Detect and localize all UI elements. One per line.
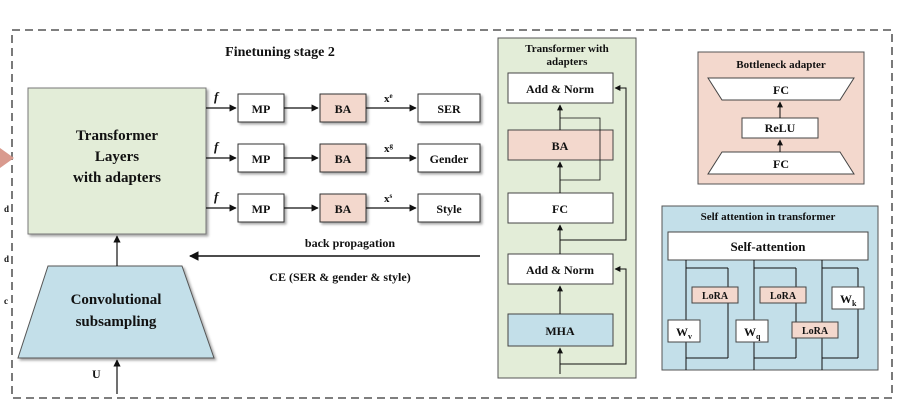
bottleneck-bottom-fc (707, 151, 855, 175)
bottleneck-title: Bottleneck adapter (736, 59, 826, 71)
ta-add-norm-bottom (507, 253, 614, 285)
self-attention-title: Self attention in transformer (701, 211, 836, 223)
output-label: Style (436, 202, 462, 216)
ta-residual-top (560, 85, 627, 241)
ta-fc-block (507, 192, 614, 224)
ta-mha-block (507, 313, 614, 347)
output-label: SER (437, 102, 461, 116)
backprop-label: back propagation (305, 236, 395, 250)
output-label: Gender (430, 152, 469, 166)
edge-label-3: c (4, 296, 8, 306)
ta-title-1: Transformer with (525, 43, 609, 55)
self-attention-header: Self-attention (730, 239, 806, 254)
ba-label: BA (335, 102, 352, 116)
self-attention-header-box (667, 231, 869, 261)
w-q-box (735, 319, 769, 343)
f-label: f (214, 89, 220, 104)
x-label: xg (384, 142, 394, 155)
lora-box (691, 286, 739, 304)
ba-box (319, 143, 367, 173)
w-v-box (667, 319, 701, 343)
output-box (417, 93, 481, 123)
edge-label-2: d (4, 254, 9, 264)
ba-box (319, 193, 367, 223)
lora-label: LoRA (702, 291, 729, 302)
mp-label: MP (252, 152, 271, 166)
transformer-layers-block (27, 87, 207, 235)
head-row-style: f MP BA xs Style (206, 189, 481, 223)
w-v-label: Wv (676, 325, 692, 341)
ta-residual-inner (560, 117, 601, 181)
lora-box (791, 321, 839, 339)
head-row-ser: f MP BA xe SER (206, 89, 481, 123)
stage-title: Finetuning stage 2 (225, 45, 335, 60)
transformer-layers-label-2: Layers (95, 149, 139, 165)
ta-fc-label: FC (552, 202, 568, 216)
mp-box (237, 143, 285, 173)
f-label: f (214, 139, 220, 154)
transformer-layers-label-3: with adapters (73, 170, 161, 186)
ta-mha-label: MHA (545, 324, 575, 338)
ba-label: BA (335, 152, 352, 166)
ta-add-norm-top (507, 72, 614, 104)
output-box (417, 193, 481, 223)
mp-label: MP (252, 102, 271, 116)
output-box (417, 143, 481, 173)
head-row-gender: f MP BA xg Gender (206, 139, 481, 173)
bottleneck-top-fc-label: FC (773, 83, 789, 97)
w-k-box (831, 286, 865, 310)
w-k-label: Wk (840, 292, 857, 308)
incoming-arrow-icon (0, 148, 14, 168)
input-label: U (92, 367, 101, 381)
conv-subsampling-block (17, 265, 215, 359)
lora-label: LoRA (770, 291, 797, 302)
ta-add-norm-top-label: Add & Norm (526, 82, 594, 96)
transformer-layers-label-1: Transformer (76, 128, 159, 144)
x-label: xs (384, 192, 393, 205)
ta-add-norm-bottom-label: Add & Norm (526, 263, 594, 277)
ta-title-2: adapters (547, 56, 589, 68)
conv-label-1: Convolutional (71, 292, 162, 308)
ta-ba-label: BA (552, 139, 569, 153)
edge-label-1: d (4, 204, 9, 214)
x-label: xe (384, 92, 393, 105)
bottleneck-top-fc (707, 77, 855, 101)
mp-box (237, 93, 285, 123)
bottleneck-bottom-fc-label: FC (773, 157, 789, 171)
lora-label: LoRA (802, 326, 829, 337)
ba-label: BA (335, 202, 352, 216)
mp-box (237, 193, 285, 223)
w-q-label: Wq (744, 325, 761, 341)
ta-residual-bottom (560, 266, 627, 365)
lora-box (759, 286, 807, 304)
bottleneck-relu-label: ReLU (765, 121, 796, 135)
ce-label: CE (SER & gender & style) (269, 270, 410, 284)
f-label: f (214, 189, 220, 204)
ba-box (319, 93, 367, 123)
mp-label: MP (252, 202, 271, 216)
self-attention-wiring (685, 260, 859, 370)
ta-ba-block (507, 129, 614, 161)
conv-label-2: subsampling (76, 314, 157, 330)
